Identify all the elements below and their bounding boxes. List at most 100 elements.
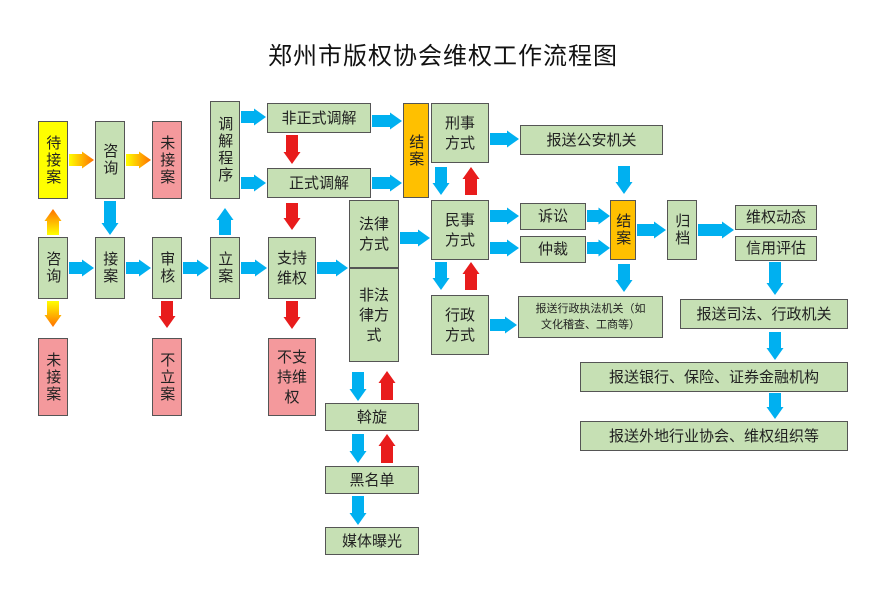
orange-gradient-arrow	[126, 151, 151, 169]
blue-arrow	[101, 201, 119, 235]
node-bu-li-an: 不立案	[152, 338, 182, 416]
node-label: 正式调解	[288, 173, 349, 192]
node-su-song: 诉讼	[520, 203, 586, 230]
node-li-an: 立案	[210, 237, 240, 299]
blue-arrow	[372, 174, 402, 192]
node-bu-zhi-chi-wei-quan: 不支持维权	[268, 338, 316, 416]
red-arrow	[283, 135, 301, 164]
node-zheng-shi-tiao-jie: 正式调解	[267, 168, 371, 198]
node-wei-quan-dong-tai: 维权动态	[735, 205, 817, 230]
blue-arrow	[69, 259, 94, 277]
node-hei-ming-dan: 黑名单	[325, 466, 419, 494]
node-label: 立案	[216, 251, 235, 285]
node-bao-song-xing-zheng: 报送行政执法机关（如 文化稽查、工商等）	[518, 296, 663, 338]
blue-arrow	[766, 262, 784, 295]
node-bao-song-yin-hang: 报送银行、保险、证券金融机构	[580, 362, 848, 392]
node-label: 结案	[407, 133, 426, 168]
red-arrow	[158, 301, 176, 328]
blue-arrow	[587, 207, 610, 225]
node-label: 民事方式	[444, 210, 475, 249]
node-wo-xuan: 斡旋	[325, 403, 419, 431]
node-label: 信用评估	[745, 239, 806, 258]
node-zi-xun-top: 咨询	[95, 121, 125, 199]
node-tiao-jie-cheng-xu: 调解程序	[210, 101, 240, 199]
node-label: 行政方式	[444, 305, 475, 344]
node-dai-jie-an: 待接案	[38, 121, 68, 199]
blue-arrow	[372, 112, 402, 130]
blue-arrow	[349, 434, 367, 463]
node-jie-an-2: 结案	[610, 200, 636, 260]
node-label: 维权动态	[745, 208, 806, 227]
red-arrow	[378, 434, 396, 463]
node-label: 媒体曝光	[341, 531, 402, 550]
blue-arrow	[349, 496, 367, 525]
diagram-title: 郑州市版权协会维权工作流程图	[268, 42, 618, 70]
orange-gradient-arrow	[44, 209, 62, 235]
node-label: 诉讼	[537, 207, 568, 226]
blue-arrow	[241, 108, 266, 126]
node-label: 审核	[158, 251, 177, 285]
node-wei-jie-an-bottom: 未接案	[38, 338, 68, 416]
node-label: 调解程序	[216, 116, 235, 184]
node-label: 非法律方式	[358, 285, 389, 345]
node-label: 报送外地行业协会、维权组织等	[608, 426, 819, 445]
node-label-line1: 报送行政执法机关（如	[535, 301, 646, 315]
node-label: 不支持维权	[276, 347, 307, 407]
orange-gradient-arrow	[44, 301, 62, 327]
blue-arrow	[637, 221, 666, 239]
node-fei-fa-lv-fang-shi: 非法律方式	[349, 268, 399, 362]
node-label: 接案	[101, 251, 120, 285]
node-label: 待接案	[44, 134, 63, 186]
node-label: 未接案	[158, 134, 177, 186]
blue-arrow	[490, 130, 519, 148]
node-label: 结案	[614, 213, 633, 247]
node-label: 报送公安机关	[546, 130, 637, 149]
blue-arrow	[766, 393, 784, 419]
node-gui-dang: 归档	[667, 200, 697, 260]
node-label: 斡旋	[356, 407, 387, 426]
blue-arrow	[241, 174, 266, 192]
node-bao-song-wai-di: 报送外地行业协会、维权组织等	[580, 421, 848, 451]
blue-arrow	[490, 316, 517, 334]
node-label: 报送司法、行政机关	[696, 304, 832, 323]
blue-arrow	[615, 166, 633, 194]
node-fa-lv-fang-shi: 法律方式	[349, 200, 399, 268]
node-xing-zheng-fang-shi: 行政方式	[431, 295, 489, 355]
node-label: 非正式调解	[281, 108, 357, 127]
blue-arrow	[490, 207, 519, 225]
node-label: 支持维权	[276, 248, 307, 287]
blue-arrow	[241, 259, 267, 277]
node-bao-song-si-fa: 报送司法、行政机关	[680, 299, 848, 329]
node-shen-he: 审核	[152, 237, 182, 299]
node-jie-an-1: 结案	[403, 103, 429, 198]
blue-arrow	[216, 208, 234, 235]
node-label-line2: 文化稽查、工商等）	[541, 318, 640, 331]
red-arrow	[378, 371, 396, 400]
node-bao-song-gong-an: 报送公安机关	[520, 125, 663, 155]
blue-arrow	[400, 229, 430, 247]
node-label: 不立案	[158, 351, 177, 403]
red-arrow	[283, 301, 301, 329]
node-xing-shi-fang-shi: 刑事方式	[431, 103, 489, 163]
node-label: 仲裁	[537, 240, 568, 259]
node-label: 咨询	[101, 143, 120, 177]
node-mei-ti-pu-guang: 媒体曝光	[325, 527, 419, 555]
node-label: 刑事方式	[444, 113, 475, 152]
node-label: 咨询	[44, 251, 63, 285]
red-arrow	[283, 203, 301, 230]
node-jie-an-accept: 接案	[95, 237, 125, 299]
node-label: 法律方式	[358, 214, 389, 253]
node-label: 未接案	[44, 351, 63, 403]
blue-arrow	[766, 332, 784, 360]
node-label: 黑名单	[349, 470, 395, 489]
blue-arrow	[587, 239, 610, 257]
node-label: 报送银行、保险、证券金融机构	[608, 367, 819, 386]
node-xin-yong-ping-gu: 信用评估	[735, 236, 817, 261]
blue-arrow	[698, 221, 734, 239]
node-zhong-cai: 仲裁	[520, 236, 586, 263]
blue-arrow	[432, 262, 450, 290]
blue-arrow	[317, 259, 348, 277]
blue-arrow	[349, 372, 367, 401]
